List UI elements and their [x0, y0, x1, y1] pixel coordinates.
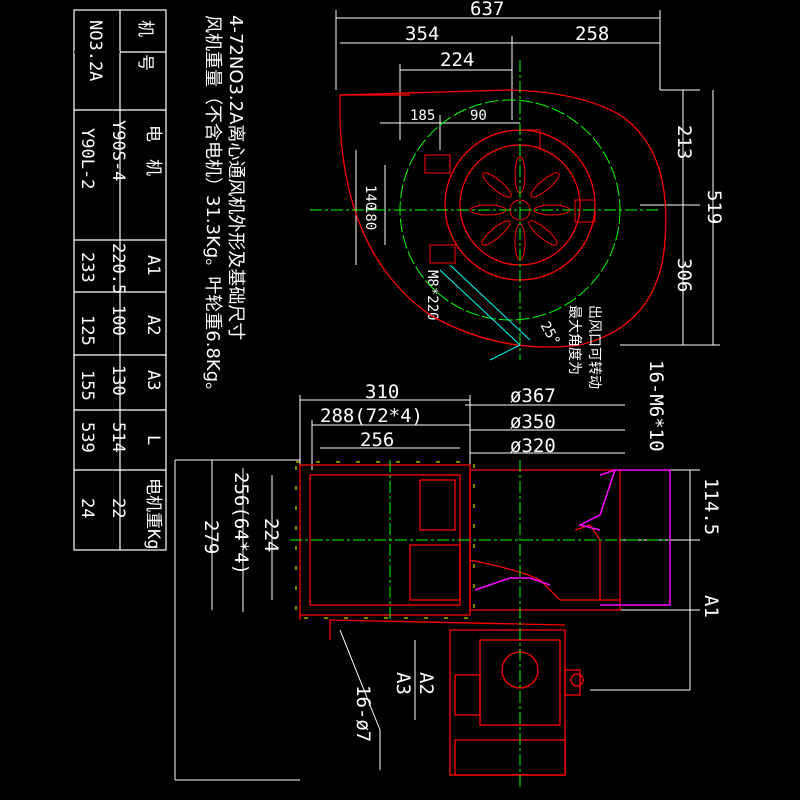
table-cell: 539	[77, 422, 97, 453]
dim-90: 90	[470, 108, 487, 124]
table-header-model: 机 号	[135, 20, 155, 71]
dim-288: 288(72*4)	[320, 405, 423, 427]
table-header-l: L	[143, 435, 163, 445]
dim-a1: A1	[700, 595, 722, 618]
table-model-value: NO3.2A	[85, 20, 105, 81]
table-cell: 100	[108, 305, 128, 336]
dim-519: 519	[703, 190, 725, 224]
dim-180: 180	[362, 205, 378, 230]
table-header-a1: A1	[143, 255, 163, 275]
table-cell: 22	[108, 498, 128, 518]
table-cell: 125	[77, 315, 97, 346]
dim-279: 279	[200, 520, 222, 554]
dim-a2: A2	[415, 672, 437, 695]
dim-354: 354	[405, 23, 439, 45]
dim-306: 306	[673, 258, 695, 292]
title-line-2: 风机重量（不含电机）31.3Kg。叶轮重6.8Kg。	[202, 15, 223, 400]
outlet-flange	[474, 468, 671, 606]
outlet-note-2: 最大角度为	[566, 305, 582, 375]
dim-637: 637	[470, 0, 504, 20]
dim-m6: 16-M6*10	[645, 360, 667, 452]
center-lines-side	[290, 460, 670, 790]
table-header-a2: A2	[143, 315, 163, 335]
table-cell: Y90L-2	[77, 128, 97, 189]
dim-phi367: ø367	[510, 385, 556, 407]
title-line-1: 4-72NO3.2A离心通风机外形及基础尺寸	[225, 15, 246, 340]
top-dimension-lines	[335, 10, 720, 346]
table-header-a3: A3	[143, 370, 163, 390]
table-cell: 233	[77, 252, 97, 283]
table-cell: 24	[77, 498, 97, 518]
table-cell: 130	[108, 365, 128, 396]
volute-casing	[339, 89, 667, 348]
dim-224: 224	[440, 49, 474, 71]
dim-256: 256	[360, 429, 394, 451]
dim-256-vertical: 256(64*4)	[230, 472, 252, 575]
dim-140: 140	[362, 185, 378, 210]
table-cell: 155	[77, 370, 97, 401]
center-lines-top	[310, 60, 660, 360]
dim-phi350: ø350	[510, 411, 556, 433]
table-cell: 514	[108, 422, 128, 453]
dim-224-vertical: 224	[260, 518, 282, 552]
dim-angle: 25°	[537, 319, 564, 349]
dim-phi7: 16-ø7	[352, 685, 374, 742]
inlet-box	[299, 464, 471, 620]
dim-a3: A3	[392, 672, 414, 695]
dim-310: 310	[365, 381, 399, 403]
flange-bolts	[295, 461, 475, 619]
outlet-note-1: 出风口可转动	[586, 305, 602, 389]
table-header-motor: 电 机	[143, 125, 163, 176]
table-cell: 220.5	[108, 243, 128, 294]
dim-phi320: ø320	[510, 435, 556, 457]
dim-114-5: 114.5	[700, 478, 722, 535]
spec-table	[73, 9, 167, 551]
table-header-weight: 电机重Kg	[143, 478, 163, 549]
side-dimension-lines	[174, 395, 700, 781]
outlet-angle-leader	[439, 264, 531, 361]
impeller-blades	[424, 129, 596, 264]
spec-table-text: 机 号 NO3.2A 电 机 Y90S-4 Y90L-2 A1 220.5 23…	[77, 20, 163, 549]
dim-213: 213	[673, 125, 695, 159]
dim-258: 258	[575, 23, 609, 45]
dim-185: 185	[410, 108, 435, 124]
table-cell: Y90S-4	[108, 120, 128, 181]
